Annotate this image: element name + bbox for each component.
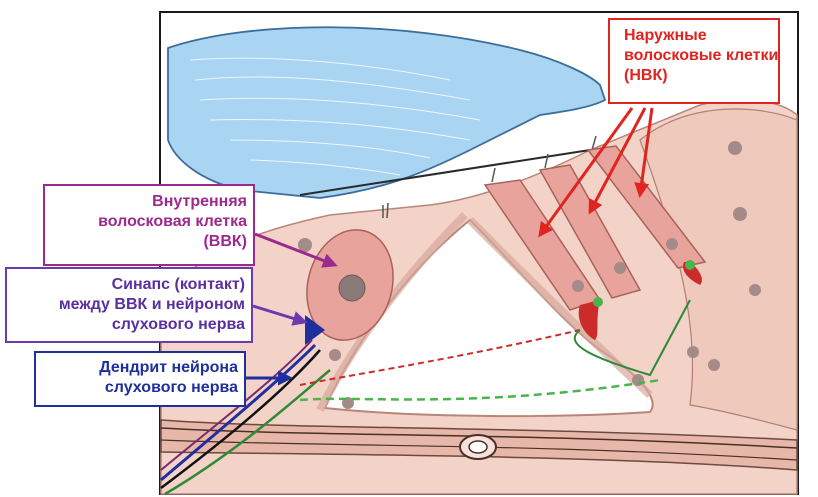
synapse-label-line: слухового нерва <box>13 315 245 335</box>
dendrite-label: Дендрит нейрона слухового нерва <box>34 351 246 407</box>
vessel-icon <box>460 435 496 459</box>
synapse-label: Синапс (контакт) между ВВК и нейроном сл… <box>5 267 253 343</box>
ihc-label-line: (ВВК) <box>51 232 247 252</box>
outer-hair-cells-label: Наружные волосковые клетки (НВК) <box>608 18 780 104</box>
dendrite-label-line: Дендрит нейрона <box>42 358 238 378</box>
synapse-label-line: Синапс (контакт) <box>13 275 245 295</box>
ohc-label-line: Наружные <box>624 26 772 46</box>
inner-hair-cell-label: Внутренняя волосковая клетка (ВВК) <box>43 184 255 266</box>
ohc-label-line: (НВК) <box>624 66 772 86</box>
dendrite-label-line: слухового нерва <box>42 378 238 398</box>
ihc-label-line: волосковая клетка <box>51 212 247 232</box>
ohc-label-line: волосковые клетки <box>624 46 772 66</box>
ihc-label-line: Внутренняя <box>51 192 247 212</box>
synapse-label-line: между ВВК и нейроном <box>13 295 245 315</box>
